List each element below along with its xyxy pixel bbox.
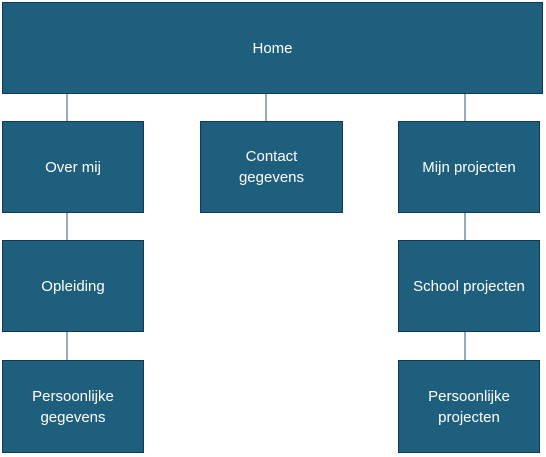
node-over-mij[interactable]: Over mij	[2, 121, 144, 213]
node-mijn-projecten[interactable]: Mijn projecten	[398, 121, 540, 213]
node-persoonlijke-projecten[interactable]: Persoonlijke projecten	[398, 360, 540, 453]
node-contact-gegevens[interactable]: Contact gegevens	[200, 121, 343, 213]
node-school-projecten[interactable]: School projecten	[398, 240, 540, 332]
node-opleiding[interactable]: Opleiding	[2, 240, 144, 332]
node-home[interactable]: Home	[2, 2, 543, 94]
node-persoonlijke-gegevens[interactable]: Persoonlijke gegevens	[2, 360, 144, 453]
